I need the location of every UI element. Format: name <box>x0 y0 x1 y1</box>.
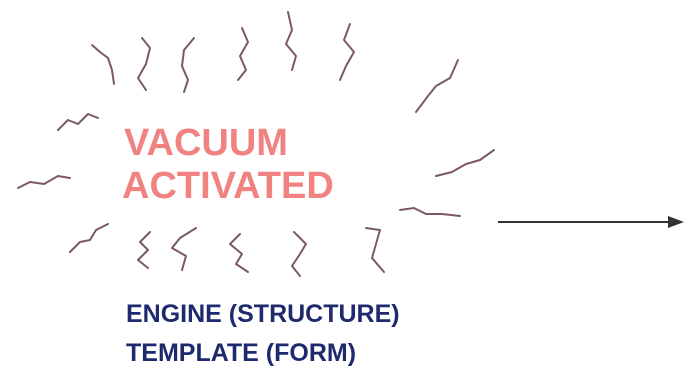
squiggle-top-1 <box>91 44 115 85</box>
caption-line2: TEMPLATE (FORM) <box>126 339 356 367</box>
squiggle-top-4 <box>237 27 249 81</box>
squiggle-right-1 <box>415 59 459 113</box>
squiggle-right-2 <box>435 149 495 177</box>
squiggle-top-5 <box>285 11 297 71</box>
squiggle-bottom-3 <box>171 227 197 271</box>
center-label-line2: ACTIVATED <box>122 165 334 207</box>
output-arrow-head <box>668 216 684 228</box>
squiggle-bottom-2 <box>137 231 151 269</box>
squiggle-top-2 <box>137 37 151 91</box>
squiggle-bottom-4 <box>229 233 249 273</box>
squiggle-top-3 <box>181 37 195 93</box>
squiggle-left-1 <box>57 113 99 131</box>
caption-line1: ENGINE (STRUCTURE) <box>126 300 400 328</box>
center-label-line1: VACUUM <box>124 122 288 164</box>
squiggle-left-2 <box>17 175 71 189</box>
squiggle-bottom-1 <box>69 223 109 253</box>
squiggle-top-6 <box>339 23 355 81</box>
squiggle-right-3 <box>399 207 461 217</box>
squiggle-bottom-5 <box>291 231 307 277</box>
squiggle-bottom-6 <box>365 227 385 273</box>
